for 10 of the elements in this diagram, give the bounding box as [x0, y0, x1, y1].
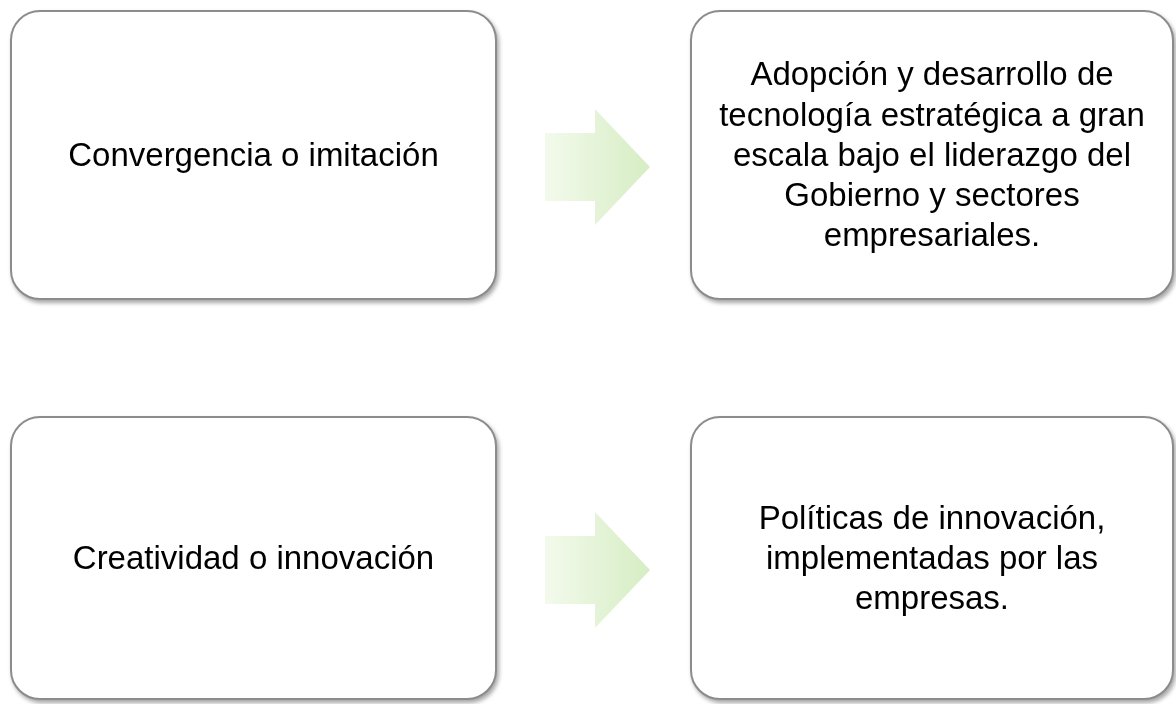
box-text: Creatividad o innovación — [72, 537, 435, 578]
box-text: Políticas de innovación, implementadas por las empresas. — [757, 497, 1107, 619]
process-box — [690, 416, 1174, 700]
box-text: Convergencia o imitación — [68, 134, 439, 175]
block-arrow — [545, 109, 650, 225]
process-box — [690, 10, 1174, 300]
block-arrow — [545, 512, 650, 628]
box-text: Adopción y desarrollo de tecnología estratégica a gran escala bajo el liderazgo del Gobierno y sectores empresariales. — [718, 54, 1146, 256]
process-box — [10, 416, 497, 700]
process-box — [10, 10, 497, 300]
